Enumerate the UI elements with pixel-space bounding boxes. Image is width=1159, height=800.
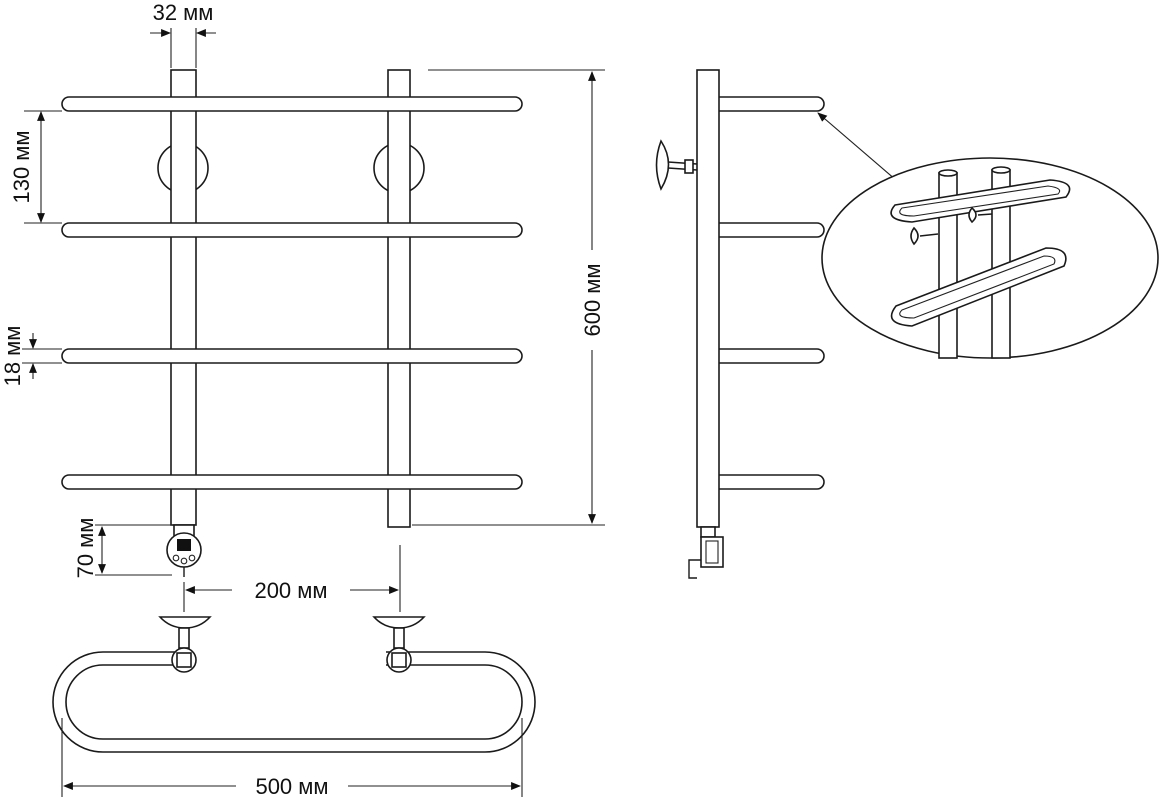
side-bar bbox=[701, 348, 825, 364]
horizontal-bar bbox=[61, 222, 523, 238]
connection-offset-label: 70 мм bbox=[73, 518, 98, 579]
dimension-pipe-diameter: 32 мм bbox=[150, 0, 216, 68]
dimension-post-spacing: 200 мм bbox=[183, 545, 401, 612]
bottom-connector bbox=[166, 524, 202, 577]
post-spacing-label: 200 мм bbox=[254, 578, 327, 603]
side-wall-plate bbox=[655, 139, 670, 191]
pipe-diameter-label: 32 мм bbox=[153, 0, 214, 25]
horizontal-bar bbox=[61, 348, 523, 364]
dimension-total-height: 600 мм bbox=[412, 69, 606, 526]
vertical-post-right bbox=[387, 69, 411, 528]
front-view bbox=[61, 69, 523, 577]
side-bar bbox=[701, 474, 825, 490]
side-view bbox=[655, 69, 825, 579]
dimension-total-width: 500 мм bbox=[61, 718, 523, 799]
wall-plate-right bbox=[372, 616, 426, 629]
rail-loop-inner bbox=[65, 664, 523, 740]
detail-ellipse bbox=[821, 157, 1159, 359]
top-view bbox=[52, 616, 536, 753]
horizontal-bar bbox=[61, 474, 523, 490]
total-height-label: 600 мм bbox=[580, 263, 605, 336]
vertical-post-left bbox=[170, 69, 197, 526]
horizontal-bar bbox=[61, 96, 523, 112]
dimension-bar-spacing: 130 мм bbox=[9, 110, 62, 224]
total-width-label: 500 мм bbox=[255, 774, 328, 799]
side-bar bbox=[701, 222, 825, 238]
bar-spacing-label: 130 мм bbox=[9, 130, 34, 203]
dimension-connection-offset: 70 мм bbox=[73, 518, 172, 579]
side-bar bbox=[701, 96, 825, 112]
detail-callout bbox=[817, 112, 1159, 359]
bar-diameter-label: 18 мм bbox=[0, 326, 25, 387]
side-vertical-post bbox=[696, 69, 720, 528]
dimension-bar-diameter: 18 мм bbox=[0, 326, 62, 387]
wall-plate-left bbox=[158, 616, 212, 629]
